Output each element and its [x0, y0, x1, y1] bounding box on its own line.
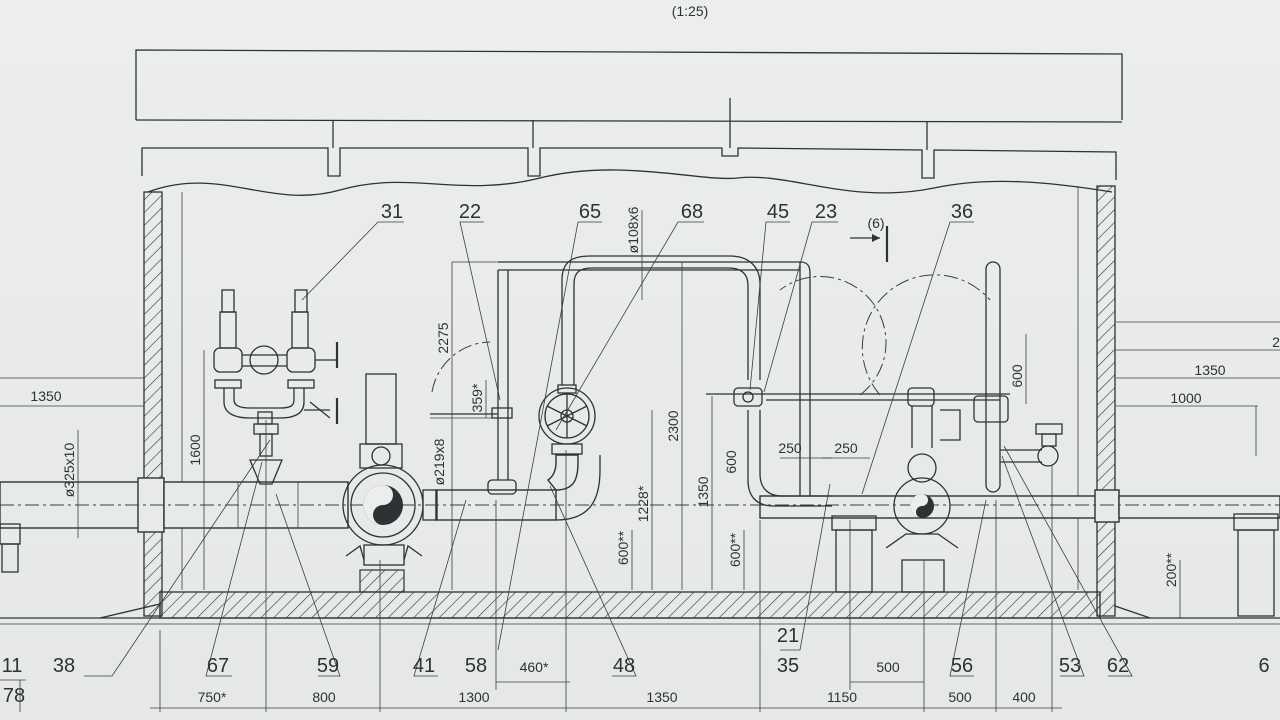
callout-58: 58	[465, 655, 487, 677]
dim-750: 750*	[198, 689, 227, 705]
upper-loop-pipe	[430, 255, 832, 507]
callout-68: 68	[681, 201, 703, 223]
callout-59: 59	[317, 655, 339, 677]
callout-67: 67	[207, 655, 229, 677]
callout-22: 22	[459, 201, 481, 223]
dim-1350-left: 1350	[30, 388, 61, 404]
roof	[135, 49, 1123, 196]
callout-23: 23	[815, 201, 837, 223]
main-pipeline	[0, 454, 1280, 533]
callout-45: 45	[767, 201, 789, 223]
dim-600-b: 600**	[727, 532, 743, 567]
callout-section-6: (6)	[867, 215, 884, 231]
callout-48: 48	[613, 655, 635, 677]
left-pump	[342, 373, 438, 566]
dim-1350-bottom: 1350	[646, 689, 677, 705]
dim-500-b: 500	[948, 689, 972, 705]
callout-6: 6	[1258, 655, 1269, 677]
right-branch-assembly	[431, 261, 1063, 549]
dim-359: 359*	[469, 383, 485, 412]
callout-53: 53	[1059, 655, 1081, 677]
dim-500-a: 500	[876, 659, 900, 675]
dim-800: 800	[312, 689, 336, 705]
callout-31: 31	[381, 201, 403, 223]
dim-250-b: 250	[834, 440, 858, 456]
pipe-supports	[0, 513, 1279, 617]
callout-11: 11	[2, 655, 23, 677]
dim-2: 2	[1272, 334, 1280, 350]
dim-400: 400	[1012, 689, 1036, 705]
floor-slab	[0, 591, 1280, 625]
callout-62: 62	[1107, 655, 1129, 677]
callout-38: 38	[53, 655, 75, 677]
dim-2300: 2300	[665, 410, 681, 441]
dim-1350-mid: 1350	[695, 476, 711, 507]
dim-1600: 1600	[187, 434, 203, 465]
dim-1300: 1300	[458, 689, 489, 705]
dim-600-a: 600**	[615, 530, 631, 565]
gate-valve	[538, 384, 596, 455]
dim-1350-right: 1350	[1194, 362, 1225, 378]
dim-dn219: ø219х8	[431, 438, 447, 485]
dim-600-mid: 600	[723, 450, 739, 474]
dim-600-right: 600	[1009, 364, 1025, 388]
callout-65: 65	[579, 201, 601, 223]
callout-78: 78	[3, 685, 25, 707]
dim-1150: 1150	[827, 689, 857, 705]
dim-dn108: ø108х6	[625, 206, 641, 253]
dimension-lines	[0, 210, 1280, 712]
scale-label: (1:25)	[672, 3, 709, 19]
callout-56: 56	[951, 655, 973, 677]
dim-250-a: 250	[778, 440, 802, 456]
callout-41: 41	[413, 655, 435, 677]
dim-dn325: ø325х10	[61, 443, 77, 498]
dim-1000: 1000	[1170, 390, 1201, 406]
dim-460: 460*	[520, 659, 549, 675]
left-valve-assembly	[213, 289, 339, 485]
dim-1228: 1228*	[635, 485, 651, 522]
callout-21: 21	[777, 625, 799, 647]
callout-35: 35	[777, 655, 799, 677]
leader-lines	[84, 221, 1133, 677]
dim-200: 200**	[1163, 552, 1179, 587]
dim-2275: 2275	[435, 322, 451, 353]
callout-36: 36	[951, 201, 973, 223]
